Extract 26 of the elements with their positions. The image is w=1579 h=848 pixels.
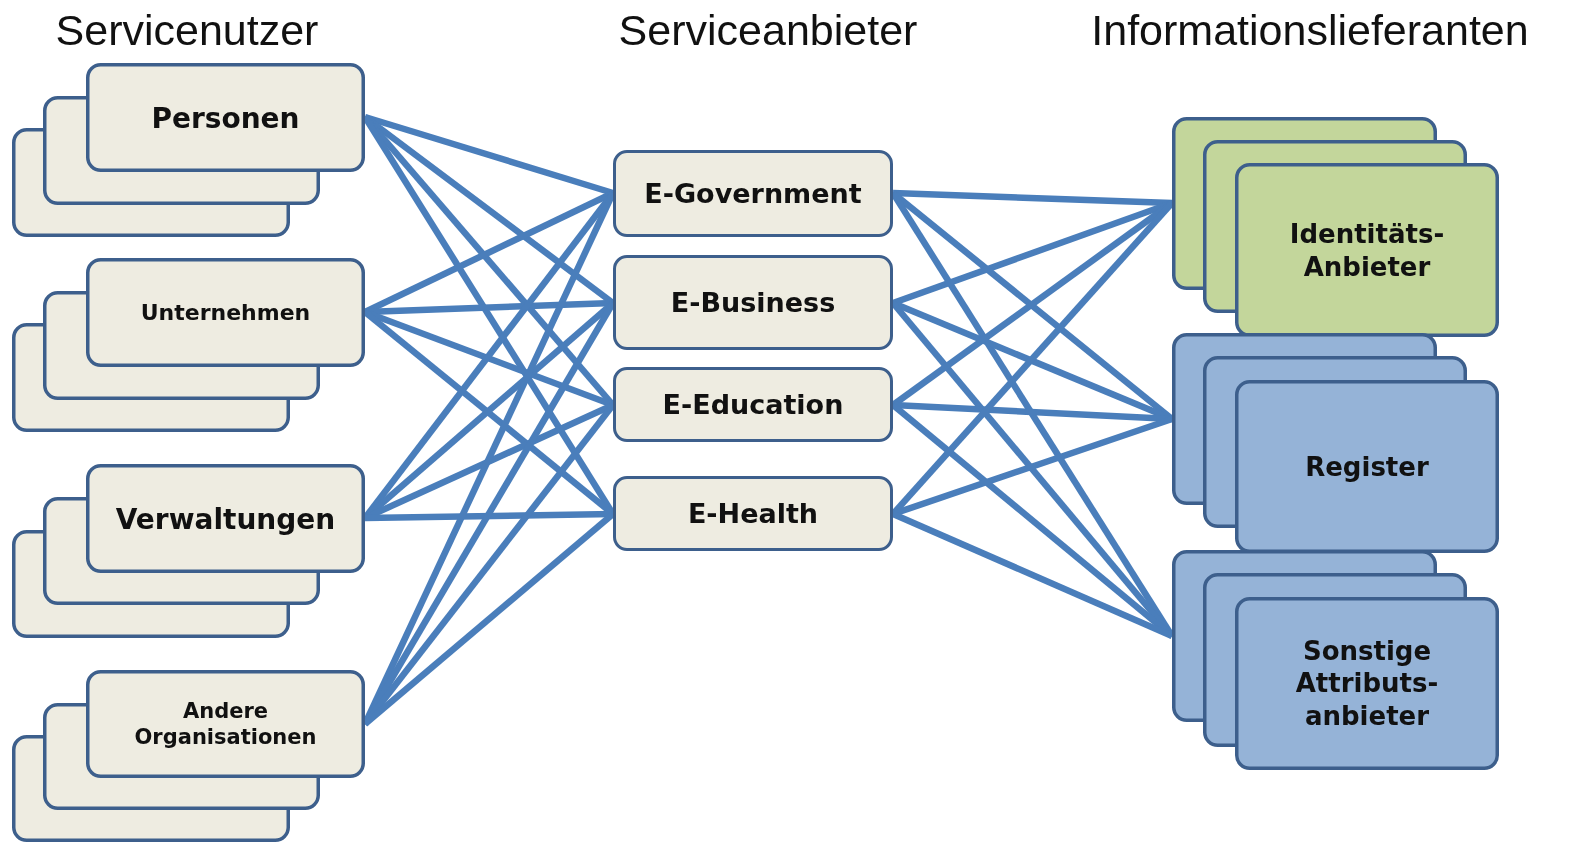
box-label: Identitäts- Anbieter [1288, 217, 1446, 283]
box-label: Unternehmen [139, 298, 312, 327]
column-heading: Serviceanbieter [618, 6, 918, 55]
box-label: E-Health [687, 496, 819, 531]
stacked-box [12, 63, 365, 237]
service-box [613, 367, 893, 442]
box-label: E-Business [670, 285, 836, 320]
column-heading: Servicenutzer [55, 6, 319, 55]
service-box [613, 476, 893, 551]
stacked-box [12, 670, 365, 842]
box-label: Verwaltungen [114, 501, 337, 536]
connector-line [892, 189, 1173, 207]
box-label: E-Education [662, 387, 844, 422]
column-heading: Informationslieferanten [1091, 6, 1529, 55]
box-label: Personen [150, 100, 301, 135]
stacked-box [12, 258, 365, 432]
service-box [613, 255, 893, 350]
service-box [613, 150, 893, 237]
stacked-box [1172, 333, 1499, 553]
stacked-box [1172, 550, 1499, 770]
box-label: Andere Organisationen [133, 697, 318, 751]
stacked-box [12, 464, 365, 638]
box-label: E-Government [644, 176, 862, 211]
box-label: Sonstige Attributs- anbieter [1294, 634, 1440, 733]
box-label: Register [1304, 450, 1430, 483]
stacked-box [1172, 117, 1499, 337]
